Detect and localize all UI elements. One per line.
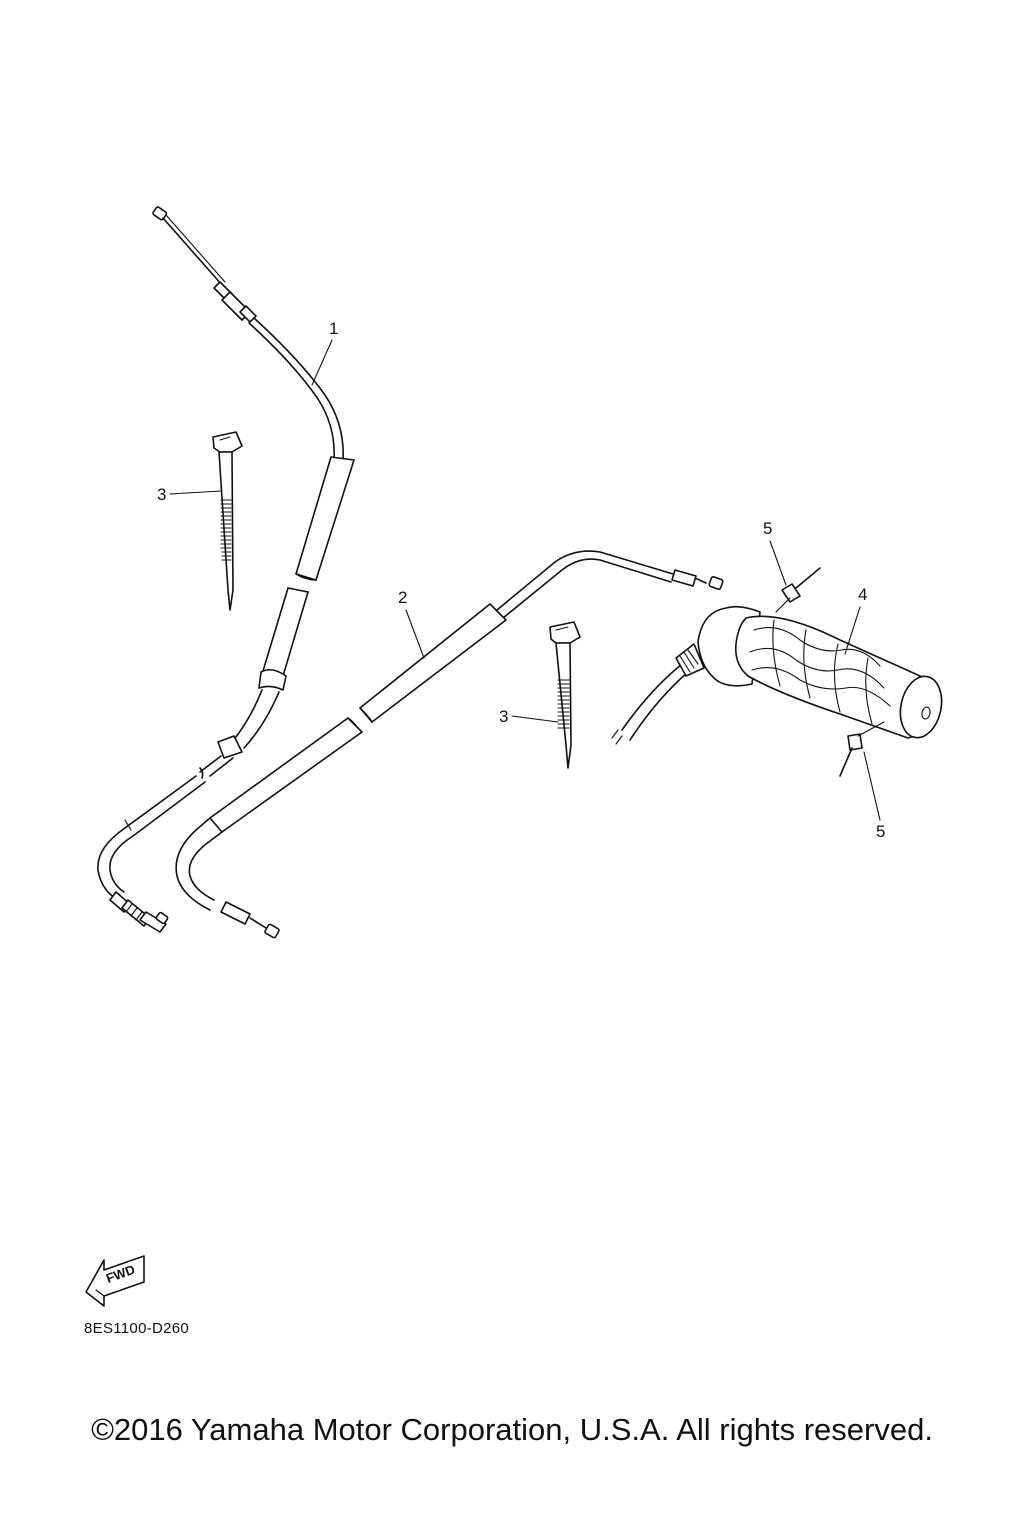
cable-tie-left: 3 bbox=[157, 431, 243, 611]
callout-4: 4 bbox=[858, 585, 867, 604]
fwd-arrow-icon: FWD bbox=[85, 1255, 145, 1307]
throttle-grip: 4 bbox=[611, 585, 943, 745]
cable-tie-right: 3 bbox=[499, 621, 581, 769]
callout-2: 2 bbox=[398, 588, 407, 607]
rivet-top: 5 bbox=[763, 519, 821, 613]
part-code: 8ES1100-D260 bbox=[84, 1320, 190, 1337]
callout-3-left: 3 bbox=[157, 485, 166, 504]
callout-1: 1 bbox=[329, 319, 338, 338]
callout-5-bottom: 5 bbox=[876, 822, 885, 841]
callout-5-top: 5 bbox=[763, 519, 772, 538]
second-cable: 2 bbox=[175, 550, 724, 939]
copyright-notice: ©2016 Yamaha Motor Corporation, U.S.A. A… bbox=[91, 1412, 933, 1447]
throttle-cable: 1 bbox=[97, 206, 355, 933]
callout-3-right: 3 bbox=[499, 707, 508, 726]
rivet-bottom: 5 bbox=[839, 721, 885, 841]
